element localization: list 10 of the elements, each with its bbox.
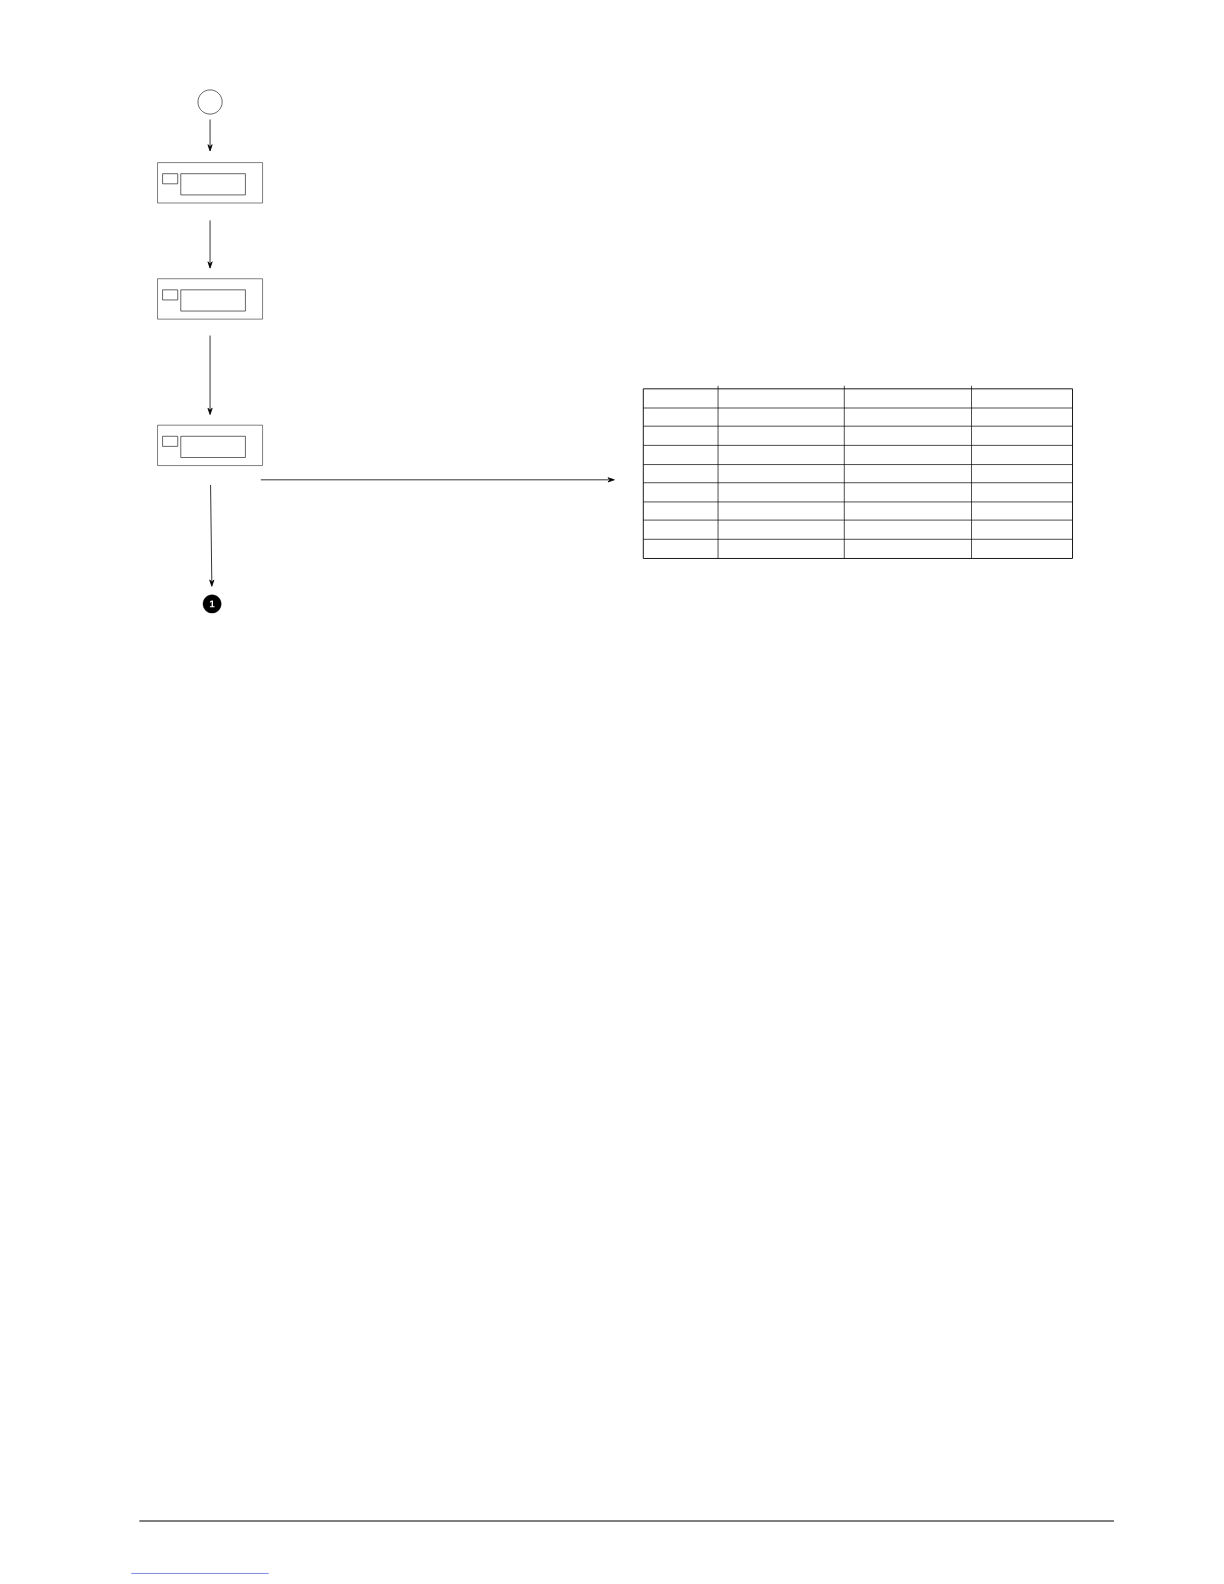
table (642, 385, 1073, 559)
arrow (207, 335, 213, 415)
arrow (260, 477, 615, 483)
arrow (207, 220, 213, 269)
display-box (157, 278, 263, 320)
connector-circle (197, 89, 223, 115)
display-box (157, 162, 263, 204)
arrow (209, 484, 215, 587)
display-box (157, 424, 263, 466)
arrow (207, 119, 213, 152)
